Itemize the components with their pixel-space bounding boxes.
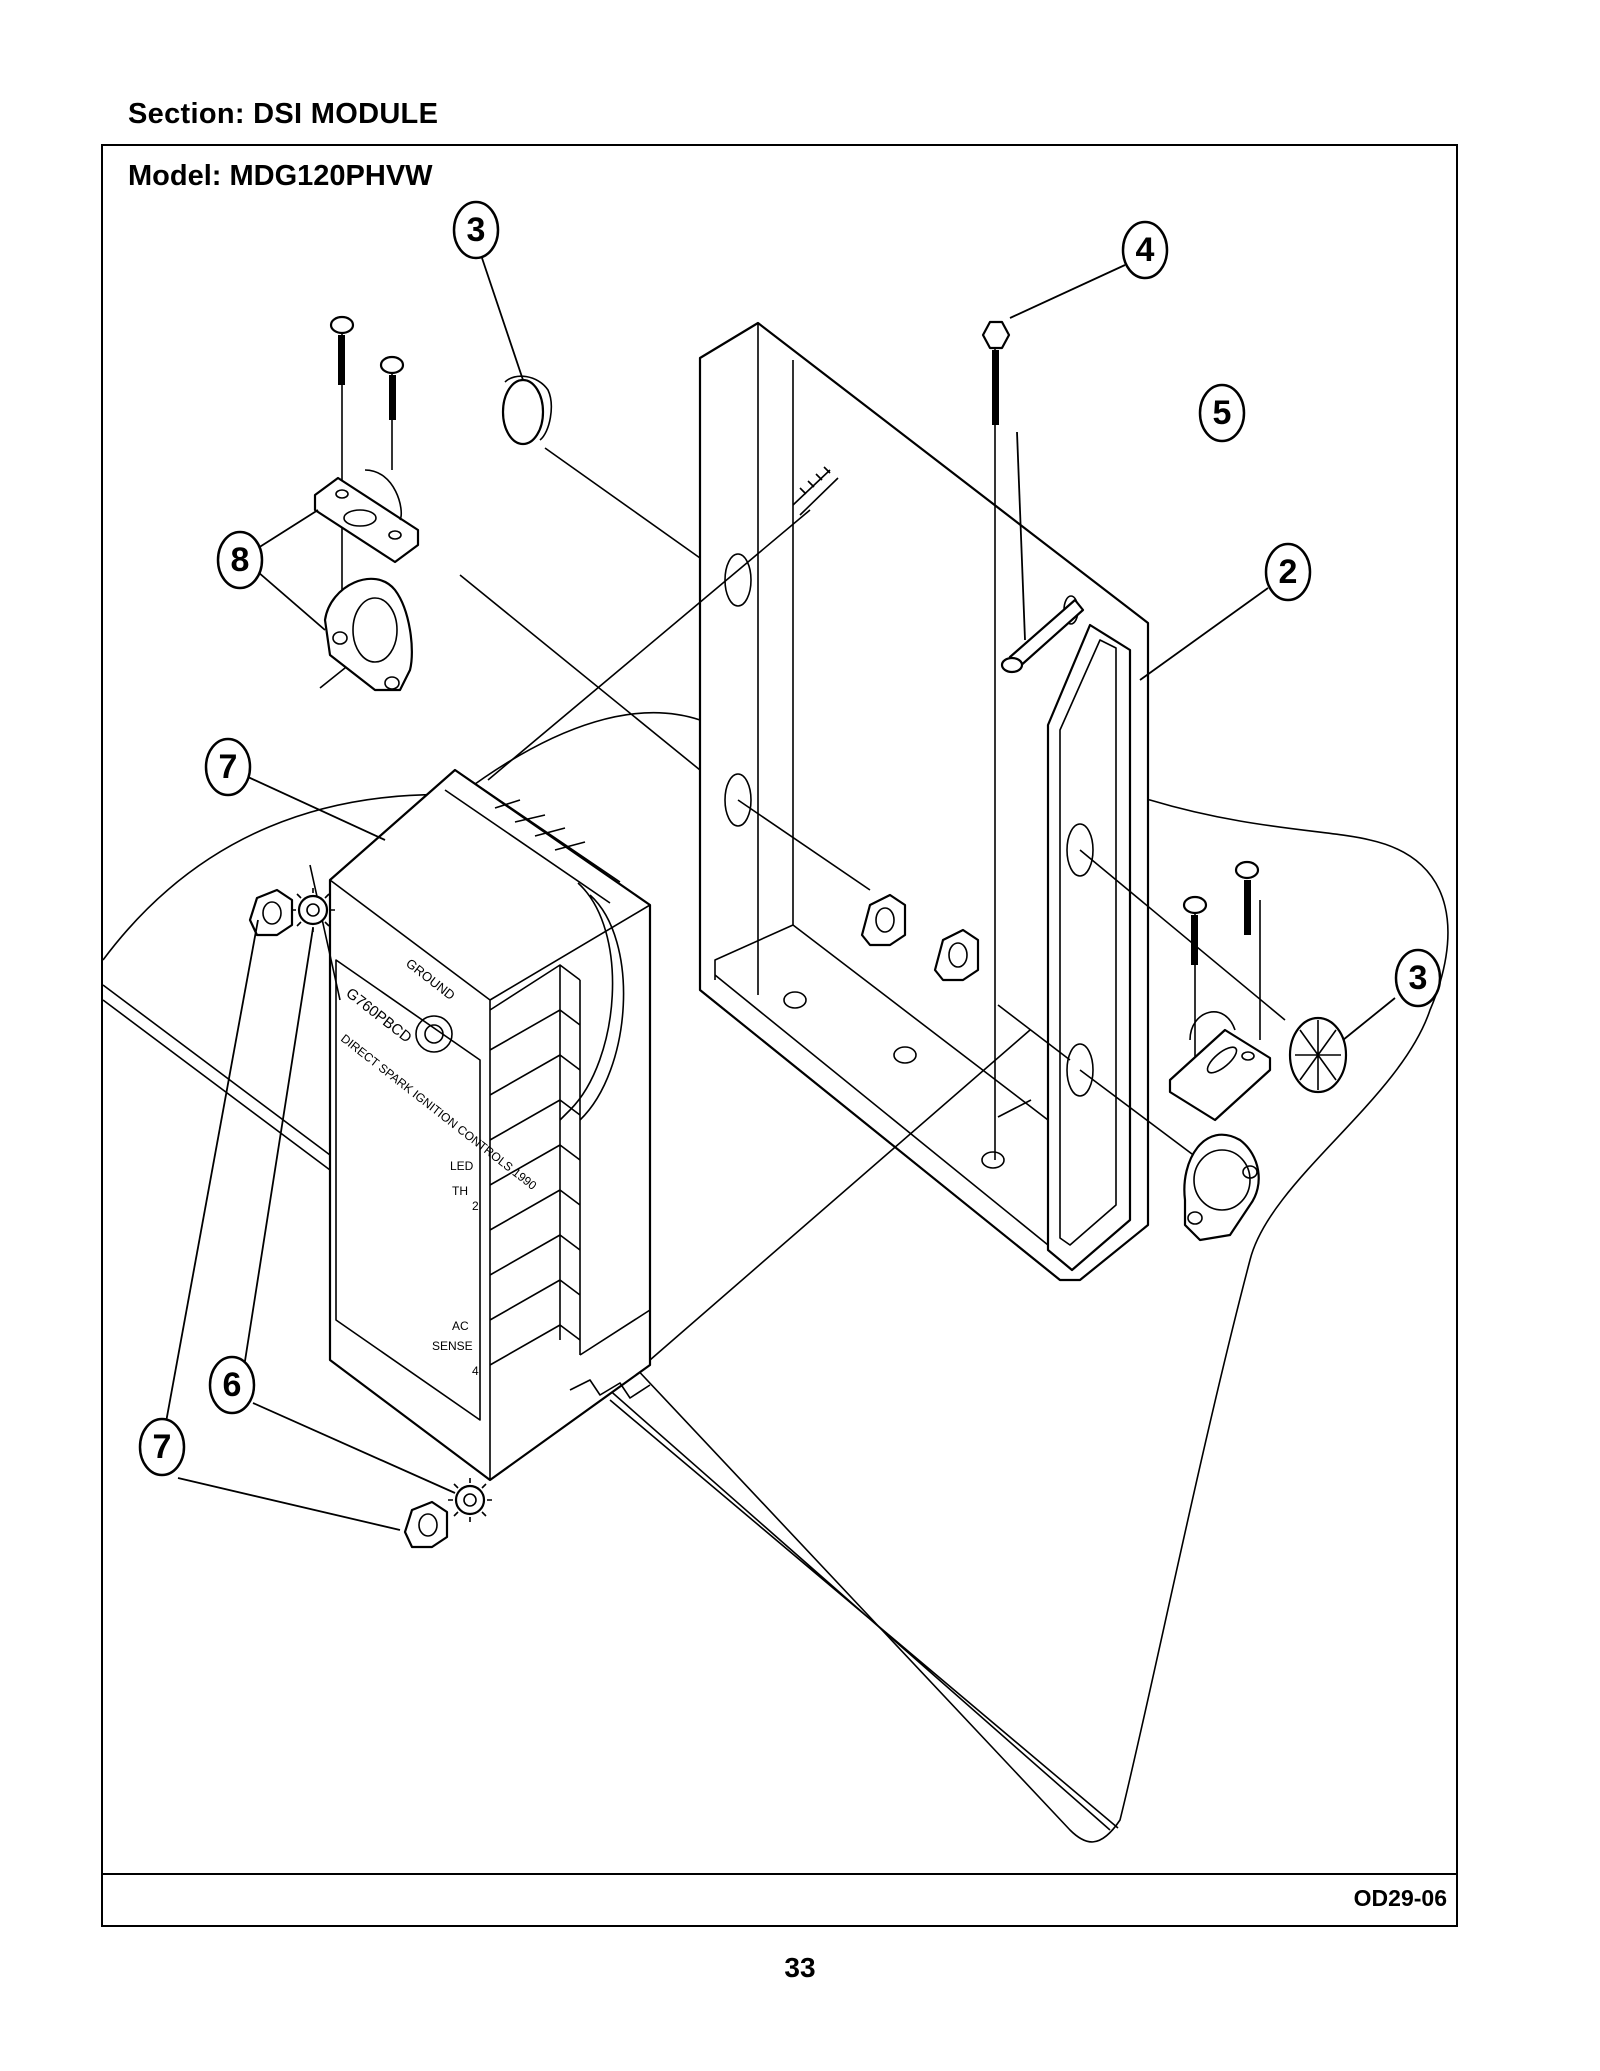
svg-text:4: 4 <box>1136 231 1155 269</box>
callout-4: 4 <box>1121 220 1169 280</box>
bracket-hole <box>724 773 752 827</box>
section-title: Section: DSI MODULE <box>128 98 439 130</box>
svg-text:SENSE: SENSE <box>432 1339 473 1353</box>
svg-text:2: 2 <box>1279 553 1298 591</box>
diagram-frame <box>101 144 1458 1927</box>
svg-text:TH: TH <box>452 1184 468 1198</box>
bracket-hole <box>1066 823 1094 877</box>
hardware <box>248 315 1348 1549</box>
model-title: Model: MDG120PHVW <box>128 160 433 192</box>
svg-text:LED: LED <box>450 1159 474 1173</box>
callout-3-top: 3 <box>452 200 500 260</box>
callout-2: 2 <box>1264 542 1312 602</box>
footer-divider <box>101 1873 1458 1875</box>
svg-text:8: 8 <box>231 541 250 579</box>
drawing-code: OD29-06 <box>1353 1885 1447 1911</box>
cabinet-panel-edge <box>102 984 331 1171</box>
callout-leaders <box>159 257 1396 1531</box>
module-label-strip <box>335 959 481 1421</box>
callout-3-right: 3 <box>1394 948 1442 1008</box>
svg-text:4: 4 <box>472 1364 479 1378</box>
callout-8: 8 <box>216 530 264 590</box>
mounting-bracket <box>698 321 1150 1282</box>
page-number: 33 <box>784 1952 816 1983</box>
svg-text:3: 3 <box>1409 959 1428 997</box>
callout-7-top: 7 <box>204 737 252 797</box>
callout-7-bottom: 7 <box>138 1417 186 1477</box>
svg-text:7: 7 <box>153 1428 172 1466</box>
bracket-hole <box>724 553 752 607</box>
svg-text:2: 2 <box>472 1199 479 1213</box>
dsi-module: G760PBCD GROUND DIRECT SPARK IGNITION CO… <box>328 768 652 1482</box>
svg-text:5: 5 <box>1213 394 1232 432</box>
svg-text:6: 6 <box>223 1366 242 1404</box>
svg-text:7: 7 <box>219 748 238 786</box>
svg-text:AC: AC <box>452 1319 469 1333</box>
callout-5: 5 <box>1198 383 1246 443</box>
bracket-hole <box>1066 1043 1094 1097</box>
svg-text:3: 3 <box>467 211 486 249</box>
callout-6: 6 <box>208 1355 256 1415</box>
